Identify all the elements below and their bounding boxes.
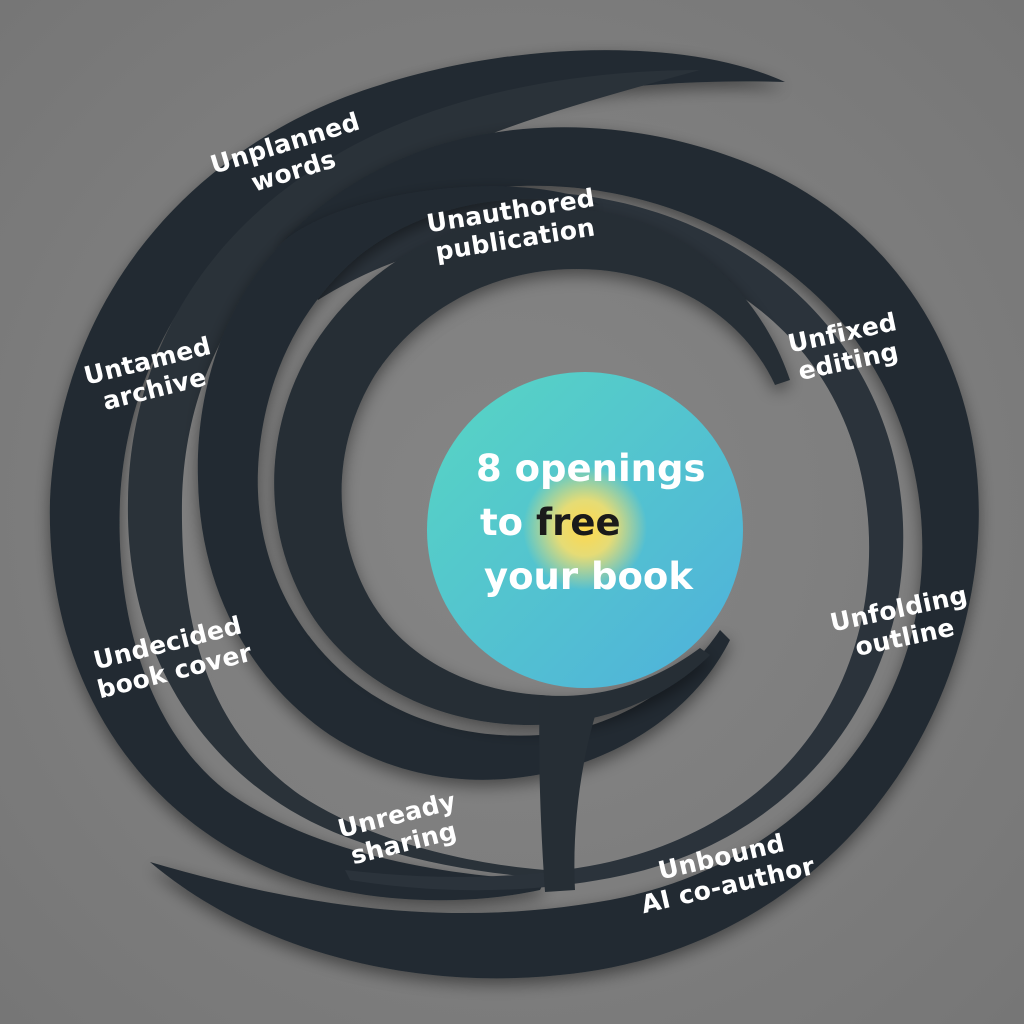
center-title-highlight: free [536, 501, 621, 544]
spiral-arm-core [274, 209, 790, 725]
center-title-line3: your book [484, 555, 693, 598]
spiral-arm-ring-inner-shade [300, 191, 904, 891]
spiral-arm-ring [150, 127, 979, 979]
center-title-line1: 8 openings [476, 447, 706, 490]
center-glow [523, 466, 647, 590]
center-title: 8 openings to free your book [468, 442, 728, 604]
keyhole-stem [539, 695, 600, 892]
center-title-line2-prefix: to [480, 501, 524, 544]
center-title-line2: to free [468, 496, 728, 550]
